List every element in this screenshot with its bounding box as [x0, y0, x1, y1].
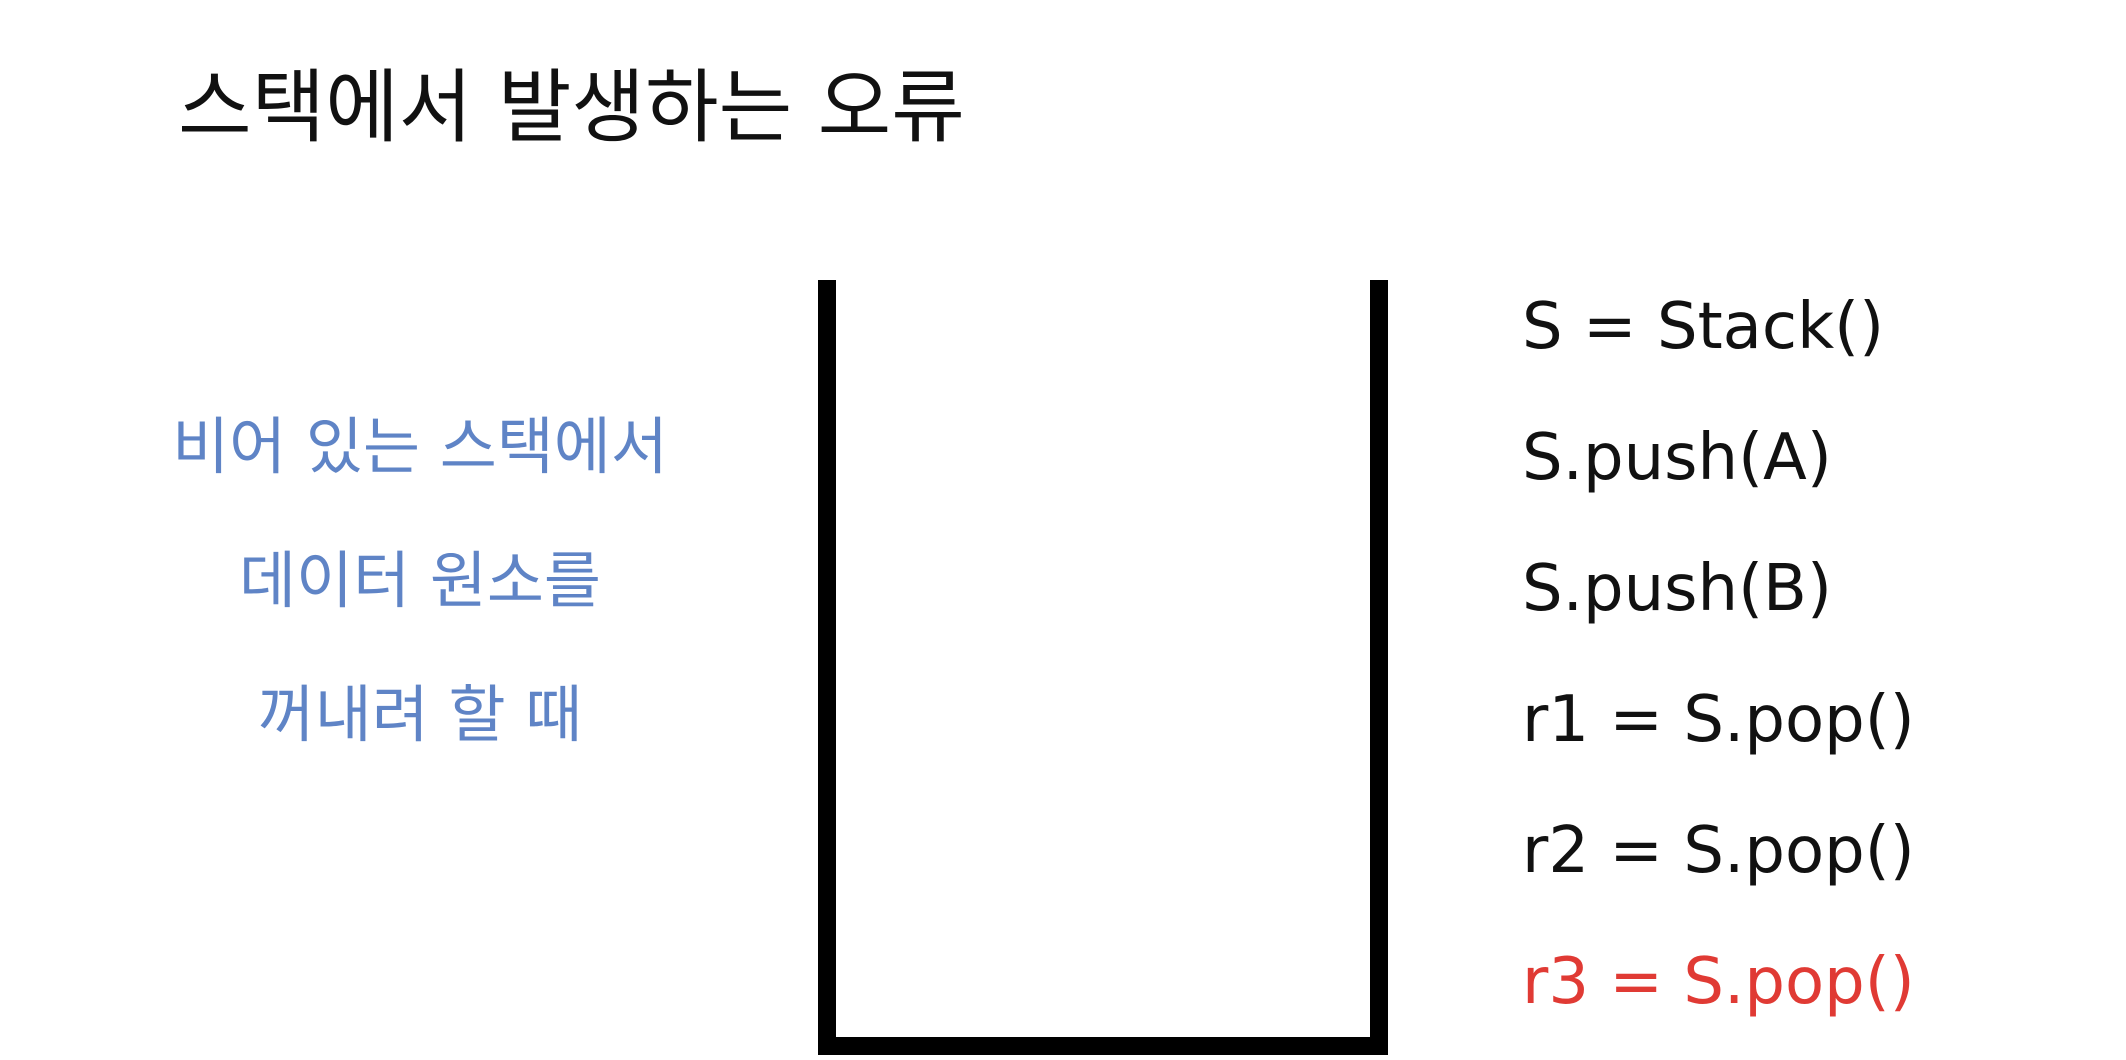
description-line: 비어 있는 스택에서 [172, 410, 668, 483]
code-line: r2 = S.pop() [1522, 814, 1915, 888]
stack-wall-right [1370, 280, 1388, 1055]
code-line: S.push(A) [1522, 421, 1832, 495]
description-text: 비어 있는 스택에서 데이터 원소를 꺼내려 할 때 [100, 380, 740, 782]
code-line: S = Stack() [1522, 290, 1885, 364]
code-line: r1 = S.pop() [1522, 683, 1915, 757]
code-line-error: r3 = S.pop() [1522, 945, 1915, 1019]
stack-wall-left [818, 280, 836, 1055]
empty-stack-diagram [818, 280, 1388, 1055]
description-line: 데이터 원소를 [239, 544, 601, 617]
code-lines: S = Stack() S.push(A) S.push(B) r1 = S.p… [1522, 262, 1915, 1048]
slide-title: 스택에서 발생하는 오류 [178, 61, 965, 154]
stack-bottom [818, 1037, 1388, 1055]
description-line: 꺼내려 할 때 [257, 678, 583, 751]
code-line: S.push(B) [1522, 552, 1832, 626]
